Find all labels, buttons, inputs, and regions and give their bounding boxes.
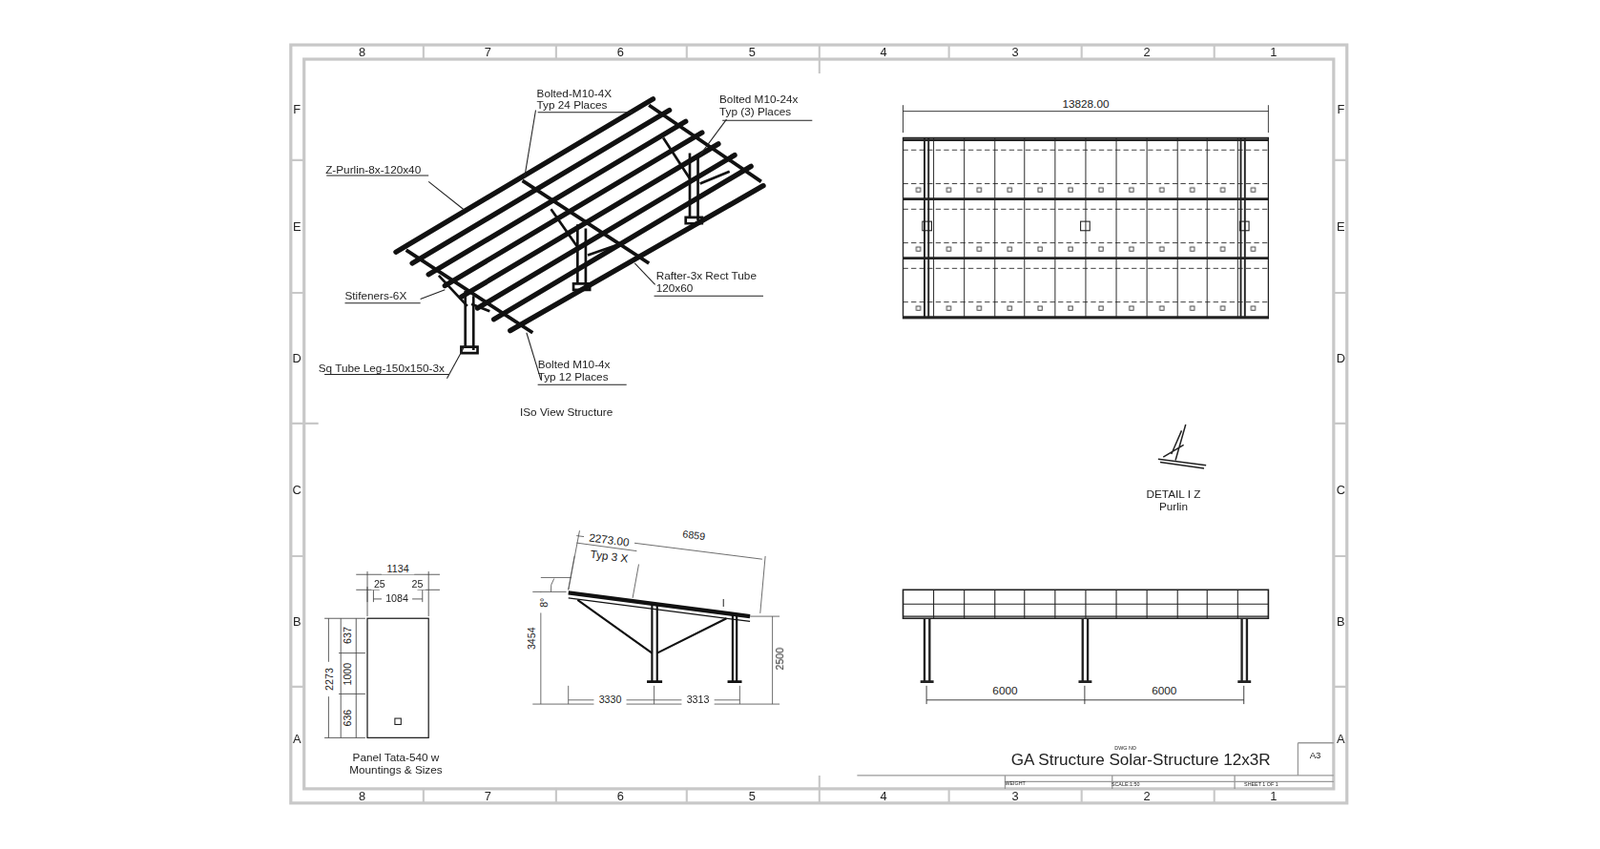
zone-marker: 2: [1136, 789, 1157, 803]
title-block-text: DWG NO: [1104, 746, 1146, 752]
dimension-text: 25: [371, 578, 388, 590]
zone-marker: 1: [1263, 45, 1284, 60]
callout-text: Rafter-3x Rect Tube 120x60: [656, 269, 763, 294]
dimension-text: 2500: [773, 642, 786, 675]
dimension-text: 6859: [677, 527, 711, 543]
title-block-text: SHEET 1 OF 1: [1230, 781, 1292, 788]
dimension-text: 25: [409, 578, 426, 590]
zone-marker: D: [290, 352, 304, 366]
view-caption: DETAIL I Z Purlin: [1141, 487, 1206, 513]
title-block-text: A3: [1300, 749, 1331, 761]
zone-marker: 3: [1004, 789, 1025, 803]
zone-marker: 6: [610, 789, 631, 803]
zone-marker: A: [1334, 732, 1348, 747]
zone-marker: E: [1334, 220, 1348, 234]
dimension-text: 1134: [381, 562, 415, 575]
detail-marker: I: [719, 597, 728, 609]
callout-text: Bolted M10-24x Typ (3) Places: [719, 92, 816, 118]
zone-marker: 6: [610, 45, 631, 60]
callout-text: Stifeners-6X: [344, 290, 427, 303]
zone-marker: F: [290, 103, 304, 117]
dimension-text: 2273.00: [582, 530, 636, 550]
zone-marker: C: [1334, 483, 1348, 498]
zone-marker: 3: [1004, 45, 1025, 60]
dimension-text: 1084: [381, 592, 413, 604]
dimension-text: 13828.00: [1055, 98, 1117, 111]
zone-marker: 8: [352, 789, 373, 803]
view-caption: ISo View Structure: [504, 406, 627, 419]
zone-marker: B: [1334, 614, 1348, 628]
drawing-title: GA Structure Solar-Structure 12x3R: [987, 750, 1294, 769]
dimension-text: 6000: [984, 685, 1026, 698]
zone-marker: 5: [742, 789, 763, 803]
zone-marker: 7: [477, 789, 499, 803]
zone-marker: 8: [352, 45, 373, 60]
dimension-text: 8°: [538, 592, 550, 613]
dimension-text: 3454: [525, 622, 538, 655]
dimension-text: 3313: [681, 693, 714, 706]
dimension-text: 3330: [593, 693, 626, 706]
zone-marker: B: [290, 614, 304, 628]
callout-text: Z-Purlin-8x-120x40: [325, 163, 450, 176]
dimension-text: 637: [342, 623, 354, 648]
zone-marker: 4: [872, 45, 894, 60]
zone-marker: 4: [872, 789, 894, 803]
callout-text: Bolted M10-4x Typ 12 Places: [538, 357, 628, 383]
zone-marker: 7: [477, 45, 499, 60]
zone-marker: F: [1334, 103, 1348, 117]
dimension-text: 636: [342, 705, 354, 730]
zone-marker: A: [290, 732, 304, 747]
zone-marker: C: [290, 483, 304, 498]
callout-text: Bolted-M10-4X Typ 24 Places: [537, 85, 631, 111]
title-block-text: SCALE:1:50: [1095, 781, 1157, 788]
zone-marker: E: [290, 220, 304, 234]
dimension-text: 6000: [1143, 685, 1185, 698]
title-block-text: WEIGHT: [995, 780, 1037, 787]
zone-marker: 2: [1136, 45, 1157, 60]
dimension-text: 2273: [323, 661, 335, 696]
zone-marker: 1: [1263, 789, 1284, 803]
zone-marker: D: [1334, 352, 1348, 366]
zone-marker: 5: [742, 45, 763, 60]
dimension-text: 1000: [342, 658, 354, 689]
view-caption: Panel Tata-540 w Mountings & Sizes: [329, 750, 462, 776]
callout-text: Sq Tube Leg-150x150-3x: [318, 362, 452, 375]
